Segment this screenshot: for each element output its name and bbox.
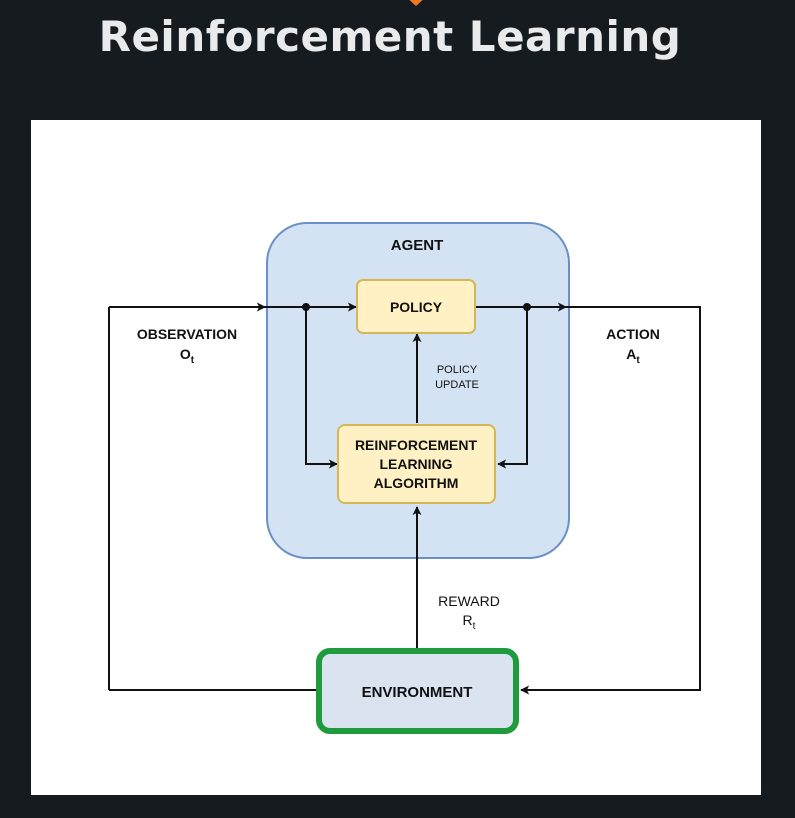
action-symbol-letter: A xyxy=(626,346,636,362)
observation-junction-dot xyxy=(302,303,310,311)
policy-label: POLICY xyxy=(390,299,443,315)
policy-update-label-line1: POLICY xyxy=(437,364,478,376)
reward-symbol-subscript: t xyxy=(473,621,476,632)
action-junction-dot xyxy=(523,303,531,311)
policy-update-label-line2: UPDATE xyxy=(435,379,479,391)
reward-symbol: Rt xyxy=(463,612,476,632)
policy-box xyxy=(356,279,476,334)
rl-diagram: AGENT POLICY POLICY UPDATE xyxy=(108,222,701,734)
action-branch-to-algorithm xyxy=(497,307,528,469)
observation-label: OBSERVATION xyxy=(137,326,237,342)
diagram-panel: AGENT POLICY POLICY UPDATE xyxy=(31,120,761,795)
reward-label: REWARD xyxy=(438,593,500,609)
agent-label: AGENT xyxy=(391,237,444,254)
algorithm-label-line1: REINFORCEMENT xyxy=(355,437,478,453)
environment-box xyxy=(316,648,519,734)
observation-symbol: Ot xyxy=(180,346,195,366)
observation-branch-to-algorithm xyxy=(305,307,338,469)
action-symbol-subscript: t xyxy=(636,355,640,366)
observation-symbol-letter: O xyxy=(180,346,191,362)
algorithm-box xyxy=(337,424,496,504)
algorithm-label-line2: LEARNING xyxy=(379,456,452,472)
reward-symbol-letter: R xyxy=(463,612,473,628)
environment-label: ENVIRONMENT xyxy=(362,684,473,701)
observation-symbol-subscript: t xyxy=(191,355,195,366)
page-title: Reinforcement Learning xyxy=(98,12,682,61)
action-label: ACTION xyxy=(606,326,660,342)
algorithm-label-line3: ALGORITHM xyxy=(374,475,459,491)
action-line-to-environment xyxy=(520,306,701,695)
action-symbol: At xyxy=(626,346,640,366)
accent-chevron-icon xyxy=(409,0,423,6)
